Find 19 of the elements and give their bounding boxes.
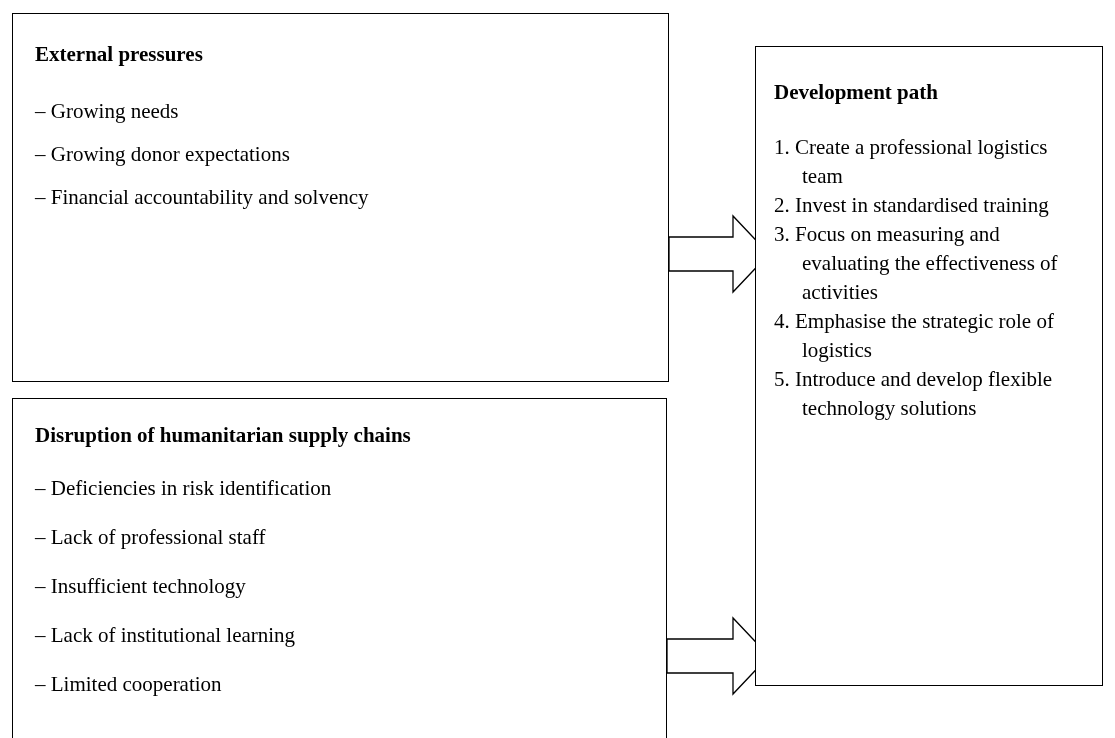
bullet-item: – Lack of institutional learning (35, 623, 296, 648)
bullet-item: – Financial accountability and solvency (35, 185, 369, 210)
box-heading: Development path (774, 79, 938, 106)
bullet-item: – Insufficient technology (35, 574, 246, 599)
bullet-item: – Growing donor expectations (35, 142, 290, 167)
text-box (755, 46, 1103, 686)
numbered-item: 1. Create a professional logistics team (774, 134, 1049, 190)
numbered-item: 2. Invest in standardised training (774, 192, 1050, 219)
numbered-item: 4. Emphasise the strategic role of logistics (774, 308, 1055, 364)
text-box (12, 13, 669, 382)
box-heading: Disruption of humanitarian supply chains (35, 423, 411, 448)
bullet-item: – Deficiencies in risk identification (35, 476, 332, 501)
bullet-item: – Lack of professional staff (35, 525, 266, 550)
box-heading: External pressures (35, 42, 203, 67)
bullet-item: – Limited cooperation (35, 672, 222, 697)
bullet-item: – Growing needs (35, 99, 179, 124)
numbered-item: 3. Focus on measuring and evaluating the effectiveness of activities (774, 221, 1059, 306)
numbered-item: 5. Introduce and develop flexible technology solutions (774, 366, 1054, 422)
text-box (12, 398, 667, 738)
